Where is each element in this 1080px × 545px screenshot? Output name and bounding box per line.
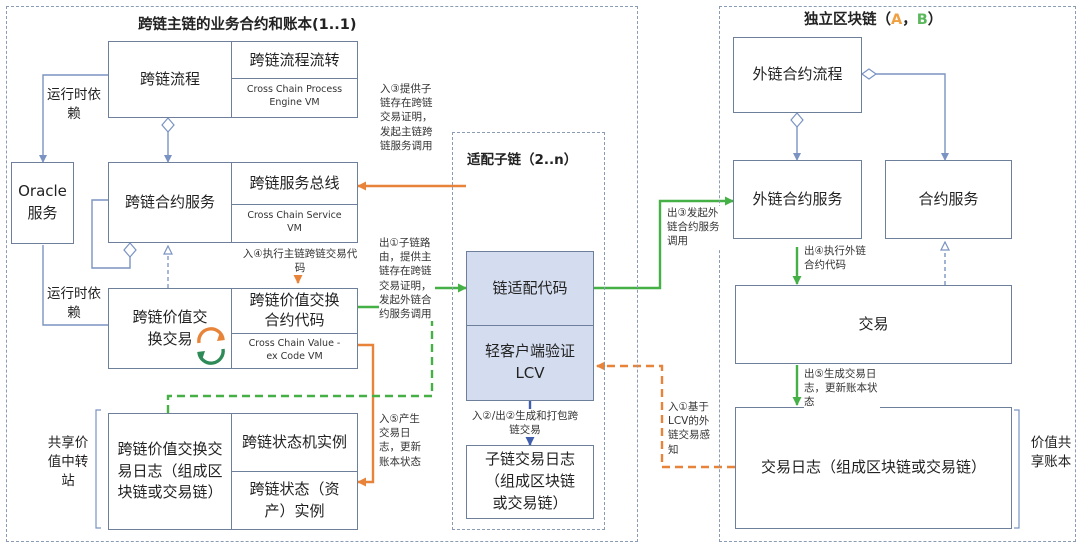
chain-adapter-label: 链适配代码	[492, 278, 568, 297]
left-region-title: 跨链主链的业务合约和账本(1..1)	[138, 17, 357, 33]
transaction-box[interactable]: 交易	[735, 285, 1012, 364]
state-machine-label: 跨链状态机实例	[242, 432, 348, 451]
annotation-in3: 入③提供子链存在跨链交易证明，发起主链跨链服务调用	[380, 82, 436, 153]
lcv-label: 轻客户端验证 LCV	[484, 342, 575, 382]
external-service-label: 外链合约服务	[752, 189, 843, 208]
left-region	[6, 6, 638, 542]
oracle-service-box[interactable]: Oracle 服务	[11, 162, 74, 244]
cycle-icon	[197, 327, 225, 365]
value-exchange-log-label: 跨链价值交换交易日志（组成区块链或交易链）	[117, 439, 223, 502]
process-vm-label: Cross Chain Process Engine VM	[246, 84, 343, 109]
cross-chain-flow-label: 跨链流程	[139, 69, 200, 88]
right-region-title: 独立区块链（A，B）	[804, 8, 942, 29]
subchain-log-label: 子链交易日志（组成区块链或交易链）	[484, 450, 575, 512]
subchain-tx-log-box[interactable]: 子链交易日志（组成区块链或交易链）	[466, 445, 594, 519]
contract-service-label: 跨链合约服务	[124, 192, 215, 211]
divider	[232, 333, 357, 335]
external-flow-label: 外链合约流程	[752, 65, 843, 84]
right-title-comma: ，	[902, 12, 917, 28]
runtime-dependency-label-1: 运行时依赖	[46, 86, 102, 124]
annotation-in2-out2: 入②/出②生成和打包跨链交易	[470, 409, 580, 438]
annotation-in1: 入①基于LCV的外链交易感知	[668, 400, 718, 457]
contract-service-box[interactable]: 合约服务	[885, 160, 1012, 239]
brackets	[95, 409, 1020, 529]
value-exchange-code-box[interactable]: 跨链价值交换合约代码 Cross Chain Value - ex Code V…	[231, 288, 358, 369]
value-shared-ledger-label: 价值共享账本	[1030, 435, 1072, 470]
cross-chain-contract-service-box[interactable]: 跨链合约服务	[108, 162, 232, 243]
divider	[232, 204, 357, 206]
right-region	[719, 6, 1076, 542]
contract-service-right-label: 合约服务	[918, 189, 979, 208]
cross-chain-flow-transfer-label: 跨链流程流转	[249, 51, 340, 69]
runtime-dependency-label-2: 运行时依赖	[46, 285, 102, 323]
aggregation-flow-service	[123, 117, 175, 288]
value-exchange-code-label: 跨链价值交换合约代码	[249, 291, 340, 329]
value-exchange-log-box[interactable]: 跨链价值交换交易日志（组成区块链或交易链）	[108, 413, 232, 530]
state-asset-label: 跨链状态（资产）实例	[249, 479, 340, 520]
transaction-log-box[interactable]: 交易日志（组成区块链或交易链）	[735, 407, 1012, 529]
external-contract-flow-box[interactable]: 外链合约流程	[733, 37, 862, 113]
right-title-a: A	[891, 12, 903, 28]
middle-region	[452, 132, 605, 530]
oracle-service-label: Oracle 服务	[18, 182, 67, 222]
annotation-out4: 出④执行外链合约代码	[804, 244, 866, 273]
state-machine-instance-box[interactable]: 跨链状态机实例	[231, 413, 358, 472]
chain-adapter-code-box[interactable]: 链适配代码	[466, 251, 594, 326]
annotation-out5: 出⑤生成交易日志，更新账本状态	[804, 367, 880, 410]
middle-region-title: 适配子链（2..n）	[467, 152, 578, 168]
divider	[232, 78, 357, 80]
external-chain-relations	[790, 68, 945, 285]
right-title-end: ）	[927, 12, 943, 28]
runtime-dependency-lines	[39, 74, 131, 326]
value-exchange-tx-box[interactable]: 跨链价值交换交易	[108, 288, 232, 369]
service-bus-label: 跨链服务总线	[249, 174, 340, 192]
external-contract-service-box[interactable]: 外链合约服务	[733, 160, 862, 239]
annotation-out1: 出①子链路由，提供主链存在跨链交易证明，发起外链合约服务调用	[379, 236, 435, 322]
annotation-in4: 入④执行主链跨链交易代码	[240, 247, 360, 276]
value-exchange-tx-label: 跨链价值交换交易	[132, 307, 208, 348]
right-title-main: 独立区块链（	[804, 12, 891, 28]
light-client-lcv-box[interactable]: 轻客户端验证 LCV	[466, 325, 594, 401]
annotation-in5: 入⑤产生交易日志，更新账本状态	[379, 412, 423, 469]
transaction-label: 交易	[858, 314, 889, 333]
shared-value-relay-label: 共享价值中转站	[47, 435, 89, 489]
service-vm-label: Cross Chain Service VM	[247, 210, 342, 235]
cross-chain-flow-box[interactable]: 跨链流程	[108, 41, 232, 118]
value-exchange-vm-label: Cross Chain Value - ex Code VM	[248, 338, 341, 363]
cross-chain-service-bus-box[interactable]: 跨链服务总线 Cross Chain Service VM	[231, 162, 358, 243]
state-asset-instance-box[interactable]: 跨链状态（资产）实例	[231, 471, 358, 530]
right-title-b: B	[916, 12, 928, 28]
cross-chain-flow-transfer-box[interactable]: 跨链流程流转 Cross Chain Process Engine VM	[231, 41, 358, 118]
transaction-log-label: 交易日志（组成区块链或交易链）	[760, 458, 986, 477]
annotation-out3: 出③发起外链合约服务调用	[667, 206, 723, 249]
